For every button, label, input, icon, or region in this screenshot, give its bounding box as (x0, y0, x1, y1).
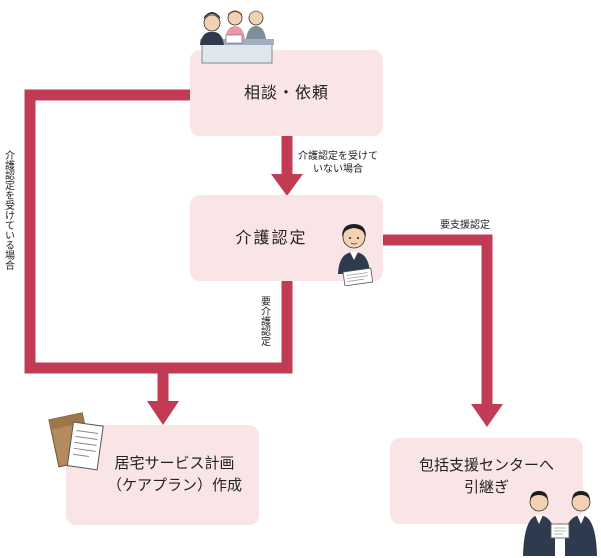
arrow-cert-to-careplan (163, 280, 293, 374)
consultation-label: 相談・依頼 (243, 83, 329, 103)
label-not-certified: 介護認定を受けて いない場合 (298, 151, 378, 175)
label-care-required: 要介護認定 (258, 296, 270, 346)
label-already-certified: 介護認定を受けている場合 (2, 150, 14, 270)
caseworker-icon (338, 224, 374, 286)
handshake-people-icon (523, 491, 597, 556)
documents-icon (48, 412, 104, 471)
arrowhead-careplan (147, 401, 179, 425)
handover-box: 包括支援センターへ 引継ぎ (390, 438, 583, 524)
certification-label: 介護認定 (235, 228, 308, 248)
arrowhead-handover (471, 404, 503, 427)
care-plan-label: 居宅サービス計画 （ケアプラン）作成 (106, 454, 242, 494)
consultation-box: 相談・依頼 (190, 50, 383, 136)
consultation-people-icon (200, 10, 274, 64)
handover-label: 包括支援センターへ 引継ぎ (418, 456, 554, 496)
arrow-consult-to-careplan (24, 89, 190, 403)
arrowhead-cert (271, 174, 303, 196)
arrow-cert-to-handover (380, 234, 493, 406)
label-support-required: 要支援認定 (440, 220, 490, 231)
